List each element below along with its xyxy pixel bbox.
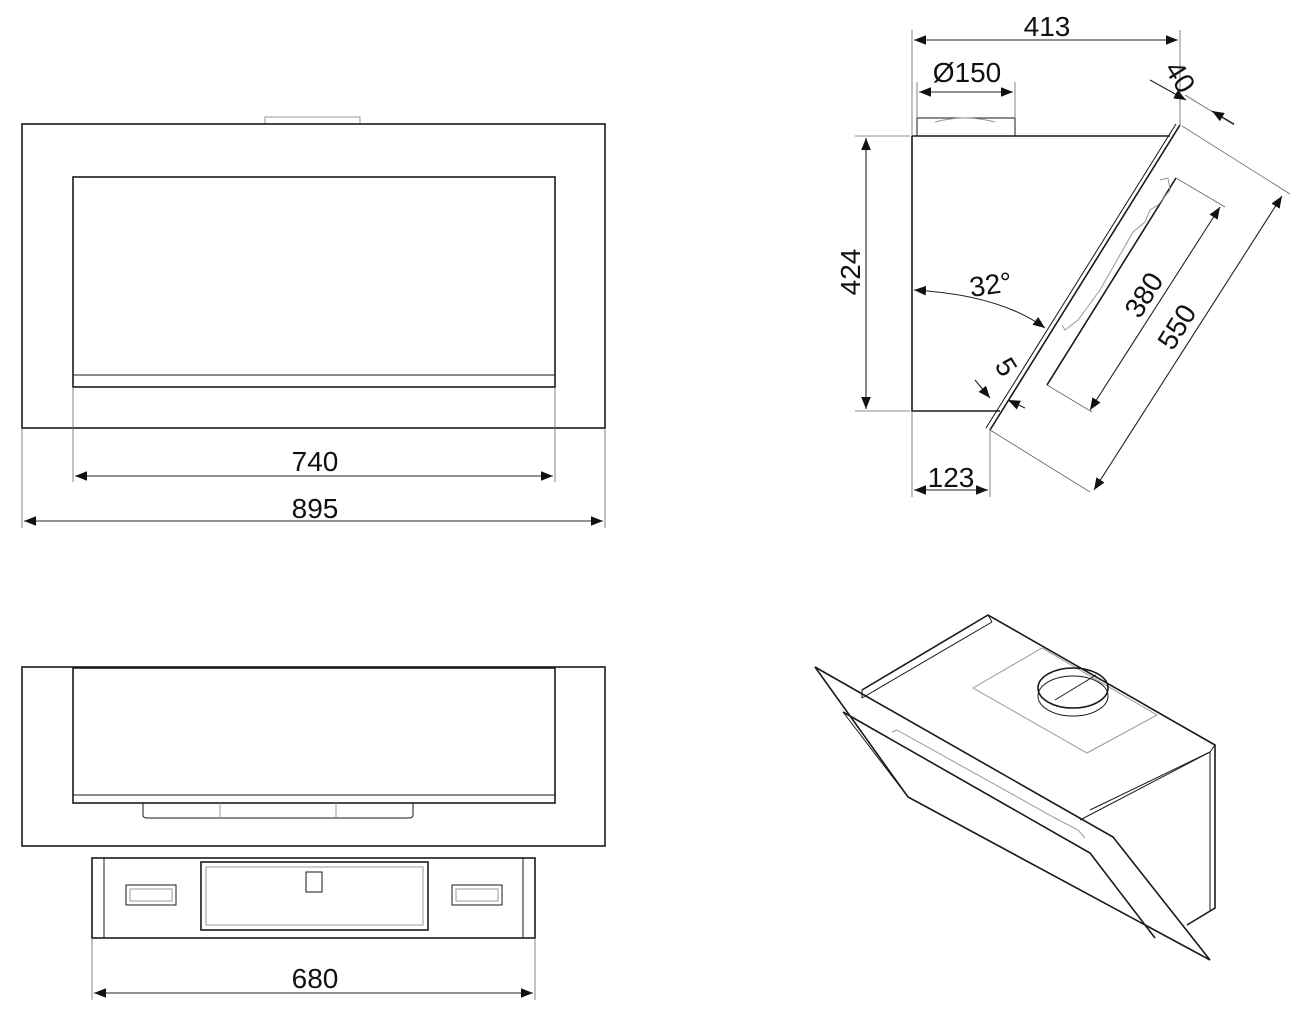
- dimension-label-740: 740: [292, 446, 339, 477]
- duct-outlet: [264, 116, 361, 125]
- vent-right: [451, 884, 503, 906]
- hood-body-profile: [911, 135, 1170, 412]
- duct-collar-iso: [1037, 667, 1109, 709]
- vent-left: [125, 884, 177, 906]
- dimension-label-424: 424: [835, 249, 866, 296]
- duct-plate: [971, 647, 1159, 754]
- dimension-550: [1093, 195, 1283, 491]
- glass-panel-iso: [814, 666, 1211, 961]
- dimension-label-413: 413: [1024, 11, 1071, 42]
- dimension-label-550: 550: [1151, 299, 1202, 355]
- dimension-label-680: 680: [292, 963, 339, 994]
- dimension-label-duct-diameter: Ø150: [933, 57, 1002, 88]
- dimension-label-40: 40: [1159, 56, 1202, 99]
- isometric-view: [814, 614, 1216, 961]
- bottom-view: 680: [21, 666, 606, 1000]
- hood-body-iso: [861, 614, 1216, 926]
- angle-label-32: 32°: [968, 266, 1014, 303]
- hood-outer-frame: [21, 123, 606, 429]
- dimension-label-895: 895: [292, 493, 339, 524]
- glass-panel: [72, 176, 556, 388]
- inner-panel-edge: [842, 711, 1156, 939]
- filter-cover: [200, 861, 429, 931]
- glass-panel-side: [989, 124, 1181, 431]
- duct-collar: [916, 117, 1016, 137]
- side-view: 413 Ø150 40 424 32° 380 550 5 123: [835, 11, 1291, 497]
- angle-arc-32: [913, 285, 1046, 329]
- front-view: 740 895: [21, 116, 606, 528]
- glass-panel-bottom: [72, 667, 556, 804]
- dimension-label-123: 123: [928, 462, 975, 493]
- dimension-label-380: 380: [1118, 267, 1169, 323]
- motor-housing: [91, 857, 536, 939]
- hood-outer-frame-bottom: [21, 666, 606, 847]
